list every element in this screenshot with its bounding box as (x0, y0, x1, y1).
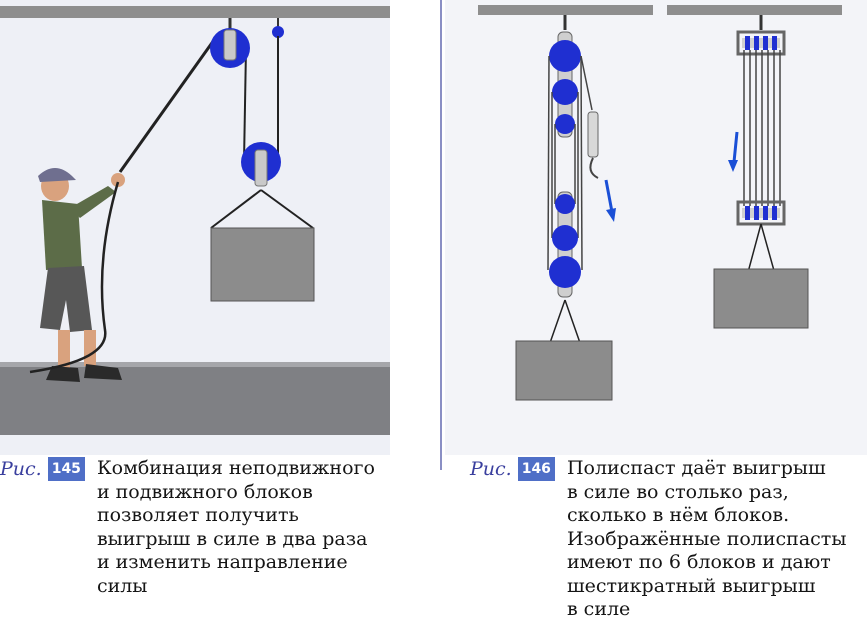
figure-label: Рис. (0, 458, 42, 480)
figure-145-caption: Рис. 145 Комбинация неподвижного и подви… (0, 455, 375, 598)
ceiling-beam-left (478, 5, 653, 15)
rope-anchor (272, 26, 284, 38)
figure-146-background (445, 0, 867, 455)
ceiling-beam-right (667, 5, 842, 15)
spring-scale (587, 111, 599, 158)
caption-text: Комбинация неподвижного и подвижного бло… (96, 457, 375, 597)
person-pulling-rope (29, 168, 125, 382)
load-box (210, 227, 315, 302)
pulley-system-parallel (713, 15, 809, 329)
load-box (713, 268, 809, 329)
figure-146-caption: Рис. 146 Полиспаст даёт выигрыш в силе в… (470, 455, 846, 622)
pulley-system-stacked (515, 15, 616, 401)
force-arrow-down (728, 160, 738, 172)
figure-number-badge: 146 (517, 457, 555, 481)
ceiling-beam (0, 6, 390, 18)
force-arrow-down (606, 208, 616, 222)
column-divider (440, 0, 442, 470)
figure-number-badge: 145 (47, 457, 85, 481)
caption-text: Полиспаст даёт выигрыш в силе во столько… (566, 457, 847, 620)
figure-label: Рис. (470, 458, 512, 480)
load-box (515, 340, 613, 401)
